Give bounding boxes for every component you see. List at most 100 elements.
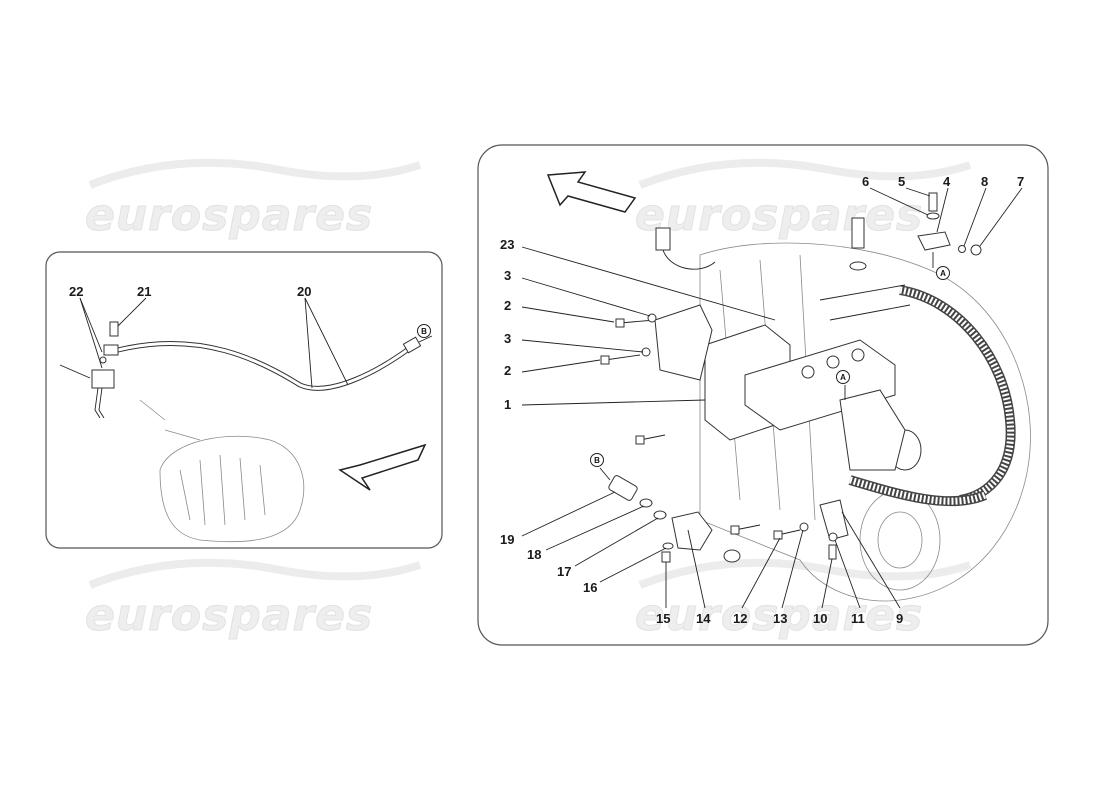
nut-7	[970, 244, 982, 256]
seal-17	[653, 510, 667, 520]
watermark-swoosh	[638, 158, 972, 189]
ref-b-leader	[599, 467, 611, 481]
electrical-connector	[655, 227, 671, 251]
bolt-10	[828, 544, 837, 560]
label-13: 13	[773, 611, 787, 626]
label-11: 11	[851, 611, 865, 626]
leader-14	[687, 529, 706, 609]
watermark-swoosh	[638, 558, 972, 589]
braided-hose-1-weave	[899, 286, 1015, 504]
left-panel: B 22 21 20	[45, 251, 443, 549]
label-10: 10	[813, 611, 827, 626]
leader-3-lower	[521, 339, 644, 353]
leader-20a	[304, 297, 313, 389]
leader-16	[599, 547, 667, 583]
leader-10	[821, 558, 833, 609]
left-panel-frame	[45, 251, 443, 549]
sensor-19	[608, 475, 638, 501]
bracket-14	[671, 511, 713, 551]
washer-18	[639, 498, 653, 508]
pipe-stub	[94, 387, 101, 419]
washer-6	[926, 212, 940, 220]
leader-22a	[79, 297, 103, 353]
leader-19	[521, 491, 616, 537]
bolt-2-upper-head	[615, 318, 625, 328]
leader-21	[117, 297, 147, 327]
ref-circle-a-top	[936, 266, 950, 280]
watermark-swoosh	[88, 158, 422, 189]
leader-12	[741, 537, 781, 609]
washer-3-lower	[641, 347, 651, 357]
banjo-washer	[849, 261, 867, 271]
ref-circle-b-right	[590, 453, 604, 467]
direction-arrow-left	[338, 443, 427, 491]
label-14: 14	[696, 611, 711, 626]
leader-1	[521, 399, 706, 406]
bolt-21	[109, 321, 119, 337]
leader-7	[979, 187, 1023, 247]
ref-circle-a-mid	[836, 370, 850, 384]
leader-23	[521, 246, 776, 321]
watermark-bottom-left: eurospares	[85, 590, 373, 641]
ref-b-right: B	[594, 456, 600, 465]
ghost-leader	[139, 399, 201, 441]
label-2: 2	[504, 298, 511, 313]
washer-8	[958, 245, 966, 253]
label-1: 1	[504, 397, 511, 412]
watermark-top-left: eurospares	[85, 190, 373, 241]
label-6: 6	[862, 174, 869, 189]
hose-end-fitting	[402, 336, 422, 354]
leader-6	[869, 187, 929, 216]
port-2	[826, 355, 840, 369]
label-8: 8	[981, 174, 988, 189]
ref-b-left: B	[421, 327, 427, 336]
hose-fitting	[103, 344, 119, 356]
watermark-top-right: eurospares	[635, 190, 923, 241]
clip-4	[917, 231, 951, 251]
label-18: 18	[527, 547, 541, 562]
hydraulic-pipes	[819, 284, 911, 321]
watermarks: eurospares eurospares eurospares eurospa…	[85, 158, 972, 642]
braided-hose-2-weave	[848, 476, 987, 505]
washer-3-upper	[647, 313, 657, 323]
ghost-gearbox-ribs	[179, 454, 266, 526]
grommet	[723, 549, 741, 563]
washer-22	[99, 356, 107, 364]
ref-a-mid: A	[840, 373, 846, 382]
right-panel-frame	[477, 144, 1049, 646]
bolt-12-head	[773, 530, 783, 540]
port-1	[801, 365, 815, 379]
bolt-22-shaft	[59, 364, 91, 379]
bracket-9	[819, 499, 849, 541]
leader-17	[574, 517, 659, 567]
ref-a-top: A	[940, 269, 946, 278]
leader-2-lower	[521, 359, 601, 373]
hose-end-dash	[418, 335, 433, 343]
watermark-swoosh	[88, 558, 422, 589]
bolt-mid-head	[730, 525, 740, 535]
washer-11	[828, 532, 838, 542]
fitting-block	[91, 369, 115, 389]
leader-5	[905, 187, 931, 197]
label-16: 16	[583, 580, 597, 595]
leader-9	[841, 511, 901, 609]
label-19: 19	[500, 532, 514, 547]
leader-2-upper	[521, 306, 615, 323]
watermark-bottom-right: eurospares	[635, 590, 923, 641]
mount-bracket	[654, 304, 713, 381]
leader-22b	[79, 297, 103, 369]
connector-cable	[662, 249, 716, 270]
ref-circle-b-left	[417, 324, 431, 338]
ghost-gearbox-body	[699, 242, 1031, 602]
label-3: 3	[504, 268, 511, 283]
label-22: 22	[69, 284, 83, 299]
bolt-2-lower-head	[600, 355, 610, 365]
ghost-bellhousing-inner	[877, 511, 923, 569]
label-5: 5	[898, 174, 905, 189]
pipe-stub	[98, 387, 105, 419]
bolt-15	[661, 551, 671, 563]
banjo-bolt	[851, 217, 865, 249]
label-12: 12	[733, 611, 747, 626]
label-17: 17	[557, 564, 571, 579]
